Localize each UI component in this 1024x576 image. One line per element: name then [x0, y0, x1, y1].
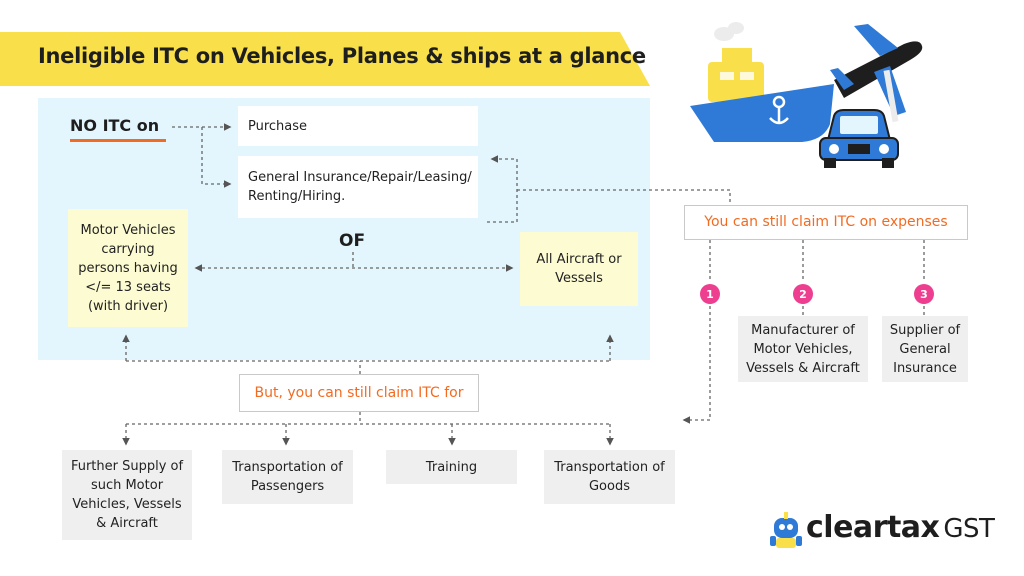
claim-for-passengers: Transportation of Passengers [222, 450, 353, 504]
connector-exp-1-down [682, 306, 711, 424]
claim-for-further-supply: Further Supply of such Motor Vehicles, V… [62, 450, 192, 540]
expenses-box: You can still claim ITC on expenses [684, 205, 968, 240]
connector-aircraft-general [487, 155, 518, 223]
but-claim-label: But, you can still claim ITC for [254, 384, 464, 401]
title-banner [0, 32, 650, 86]
badge-3: 3 [914, 284, 934, 304]
car-icon [819, 109, 899, 168]
aircraft-vessels-label: All Aircraft or Vessels [536, 252, 622, 286]
insurance-supplier-box: Supplier of General Insurance [882, 316, 968, 382]
badge-1: 1 [700, 284, 720, 304]
ship-icon [690, 22, 834, 142]
no-itc-underline [70, 139, 166, 142]
connector-general [201, 127, 232, 188]
aircraft-vessels-box: All Aircraft or Vessels [520, 232, 638, 306]
claim-for-label: Transportation of Passengers [232, 460, 343, 494]
cleartax-mascot-icon [770, 512, 802, 548]
brand-suffix: GST [943, 514, 995, 544]
connector-expenses [517, 189, 731, 205]
claim-for-training: Training [386, 450, 517, 484]
brand-name: cleartax [806, 510, 940, 545]
claim-for-goods: Transportation of Goods [544, 450, 675, 504]
no-itc-label: NO ITC on [70, 116, 160, 135]
expenses-label: You can still claim ITC on expenses [704, 214, 948, 230]
vehicles-illustration [690, 22, 923, 168]
page-title: Ineligible ITC on Vehicles, Planes & shi… [38, 44, 646, 68]
but-claim-box: But, you can still claim ITC for [239, 374, 479, 412]
claim-for-label: Training [425, 459, 478, 475]
motor-vehicles-label: Motor Vehicles carrying persons having <… [78, 222, 178, 314]
of-label: OF [339, 231, 366, 251]
manufacturer-box: Manufacturer of Motor Vehicles, Vessels … [738, 316, 868, 382]
airplane-icon [830, 24, 923, 123]
claim-for-label: Transportation of Goods [554, 460, 665, 494]
claim-for-label: Further Supply of such Motor Vehicles, V… [70, 459, 184, 531]
general-insurance-box: General Insurance/Repair/Leasing/ Rentin… [238, 156, 478, 218]
motor-vehicles-box: Motor Vehicles carrying persons having <… [68, 209, 188, 327]
purchase-label: Purchase [248, 118, 308, 134]
purchase-box: Purchase [238, 106, 478, 146]
manufacturer-label: Manufacturer of Motor Vehicles, Vessels … [746, 322, 860, 376]
insurance-supplier-label: Supplier of General Insurance [889, 322, 961, 376]
badge-2: 2 [793, 284, 813, 304]
general-insurance-label: General Insurance/Repair/Leasing/ Rentin… [248, 170, 472, 204]
